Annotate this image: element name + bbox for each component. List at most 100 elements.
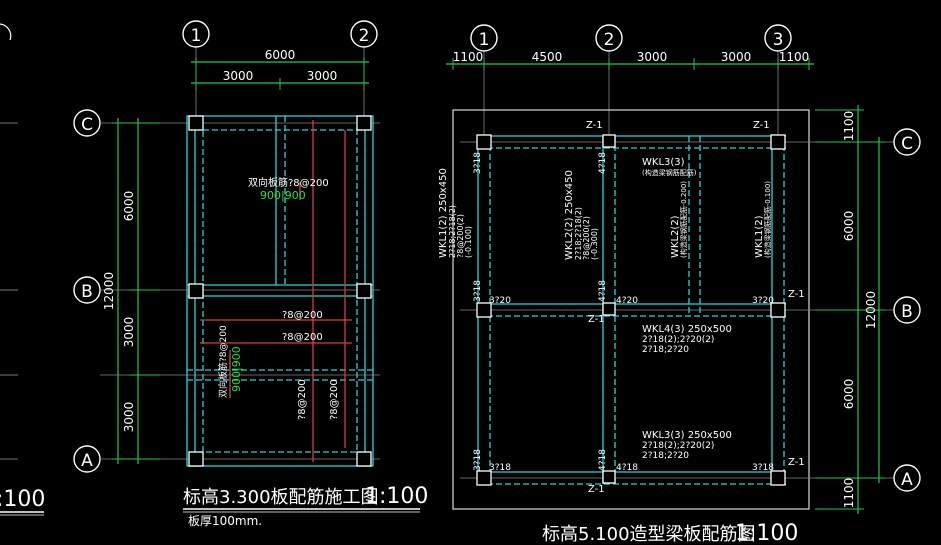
beam-label: 2?18;2?18(2)	[448, 205, 457, 258]
rebar-label: ?8@200	[282, 332, 323, 343]
axis-label: A	[81, 451, 93, 471]
beam-label: WKL2(2)	[670, 215, 681, 258]
beam-label: (构造梁钢筋配筋)	[642, 168, 697, 177]
rebar-label: 4?18	[598, 280, 608, 302]
axis-bubble-A: A	[893, 464, 921, 492]
beam-label: WKL3(3) 250x500	[642, 430, 732, 441]
rebar-label: 3?18	[752, 463, 774, 473]
rebar-label: 4?18	[598, 152, 608, 174]
dim-value: 1100	[453, 50, 484, 64]
beam-label: WKL1(2)	[754, 215, 765, 258]
dim-total: 12000	[102, 272, 116, 310]
partial-scale-text: :100	[0, 487, 45, 512]
rebar-label: 3?20	[489, 296, 511, 306]
dim-value: 1100	[779, 50, 810, 64]
dim-s3: 3000	[122, 402, 136, 433]
right-plan: 1 2 3 1100 4500 3000 3000 1100	[438, 24, 921, 545]
partial-left-plan: :100	[0, 23, 45, 516]
rebar-lines	[200, 120, 352, 462]
dim-value: 12000	[864, 291, 878, 329]
dim-value: 3000	[721, 50, 752, 64]
rebar-label: 4?18	[616, 463, 638, 473]
rebar-label: 3?18	[473, 449, 483, 471]
dim-s2: 3000	[122, 317, 136, 348]
dimension-left: 12000 6000 3000 3000	[102, 118, 160, 464]
column	[356, 283, 372, 299]
dim-value: 3000	[637, 50, 668, 64]
column	[602, 470, 616, 484]
column-label: Z-1	[788, 457, 805, 468]
column	[770, 470, 786, 486]
drawing-scale: 1:100	[735, 521, 798, 545]
beam-label: (-0.100)	[464, 226, 473, 258]
columns	[188, 115, 372, 467]
drawing-title: 标高3.300板配筋施工图	[183, 487, 379, 508]
axis-label: 2	[604, 30, 615, 50]
beam-label: (-0.300)	[590, 228, 599, 260]
column	[188, 115, 204, 131]
beam-label: WKL1(2) 250x450	[438, 168, 449, 258]
axis-label: 2	[359, 26, 370, 46]
beam-label: (构造梁钢筋配筋-0.100)	[763, 181, 772, 258]
axis-bubble-B: B	[73, 276, 101, 304]
slab-outline	[452, 109, 810, 510]
rebar-label: 3?18	[489, 463, 511, 473]
axis-bubble-1: 1	[470, 24, 498, 140]
dimension-top: 1100 4500 3000 3000 1100	[446, 50, 814, 70]
axis-label: B	[901, 302, 913, 322]
beam-label: 2?18(2);2?20(2)	[642, 335, 714, 345]
axis-label: 3	[773, 30, 784, 50]
columns	[476, 134, 786, 486]
axis-label: B	[81, 282, 93, 302]
axis-label: 1	[191, 26, 202, 46]
rebar-label: ?8@200	[329, 379, 340, 420]
rebar-label: 双向板筋?8@200	[217, 325, 229, 398]
beam-label: ?8@200(2)	[582, 216, 591, 260]
dim-span2: 3000	[307, 69, 338, 83]
beam-label: 2?18;2?20	[642, 451, 689, 461]
rebar-label: 3?18	[473, 280, 483, 302]
dim-s1: 6000	[122, 191, 136, 222]
column	[476, 470, 492, 486]
column-label: Z-1	[788, 289, 805, 300]
beam-label: 2?18;2?18(2)	[574, 207, 583, 260]
axis-label: C	[901, 134, 913, 154]
rebar-label: 4?20	[616, 296, 638, 306]
column	[188, 283, 204, 299]
dimension-top: 6000 3000 3000	[191, 48, 369, 90]
column-label: Z-1	[586, 120, 603, 131]
column-label: Z-1	[753, 120, 770, 131]
axis-bubble-A: A	[73, 445, 101, 473]
beam-label: ?8@200(2)	[456, 214, 465, 258]
beam-label: 2?18(2);2?20(2)	[642, 441, 714, 451]
axis-bubble-fragment	[0, 23, 12, 41]
axis-bubble-B: B	[893, 296, 921, 324]
column	[602, 134, 616, 148]
beam-label: (构造梁钢筋配筋-0.200)	[679, 181, 688, 258]
dim-value: 6000	[842, 379, 856, 410]
beam-label: WKL4(3) 250x500	[642, 324, 732, 335]
column	[476, 134, 492, 150]
axis-label: A	[901, 470, 913, 490]
axis-bubble-2: 2	[350, 20, 378, 120]
column	[476, 302, 492, 318]
column	[770, 302, 786, 318]
rebar-label: 3?20	[752, 296, 774, 306]
rebar-label: ?8@200	[282, 310, 323, 321]
rebar-extent: 900|900	[230, 346, 243, 392]
column-label: Z-1	[588, 314, 605, 325]
rebar-label: 3?18	[473, 152, 483, 174]
dim-value: 6000	[842, 211, 856, 242]
rebar-extent: 900|900	[260, 189, 306, 202]
column	[602, 302, 616, 316]
axis-bubble-C: C	[893, 128, 921, 156]
axis-bubble-C: C	[73, 109, 101, 137]
column	[188, 451, 204, 467]
beam-label: WKL2(2) 250x450	[564, 170, 575, 260]
drawing-title: 标高5.100造型梁板配筋图	[542, 524, 756, 545]
column	[770, 134, 786, 150]
dimension-right: 1100 6000 12000 6000 1100	[815, 105, 885, 514]
dim-total: 6000	[265, 48, 296, 62]
dim-span1: 3000	[223, 69, 254, 83]
column-label: Z-1	[588, 484, 605, 495]
